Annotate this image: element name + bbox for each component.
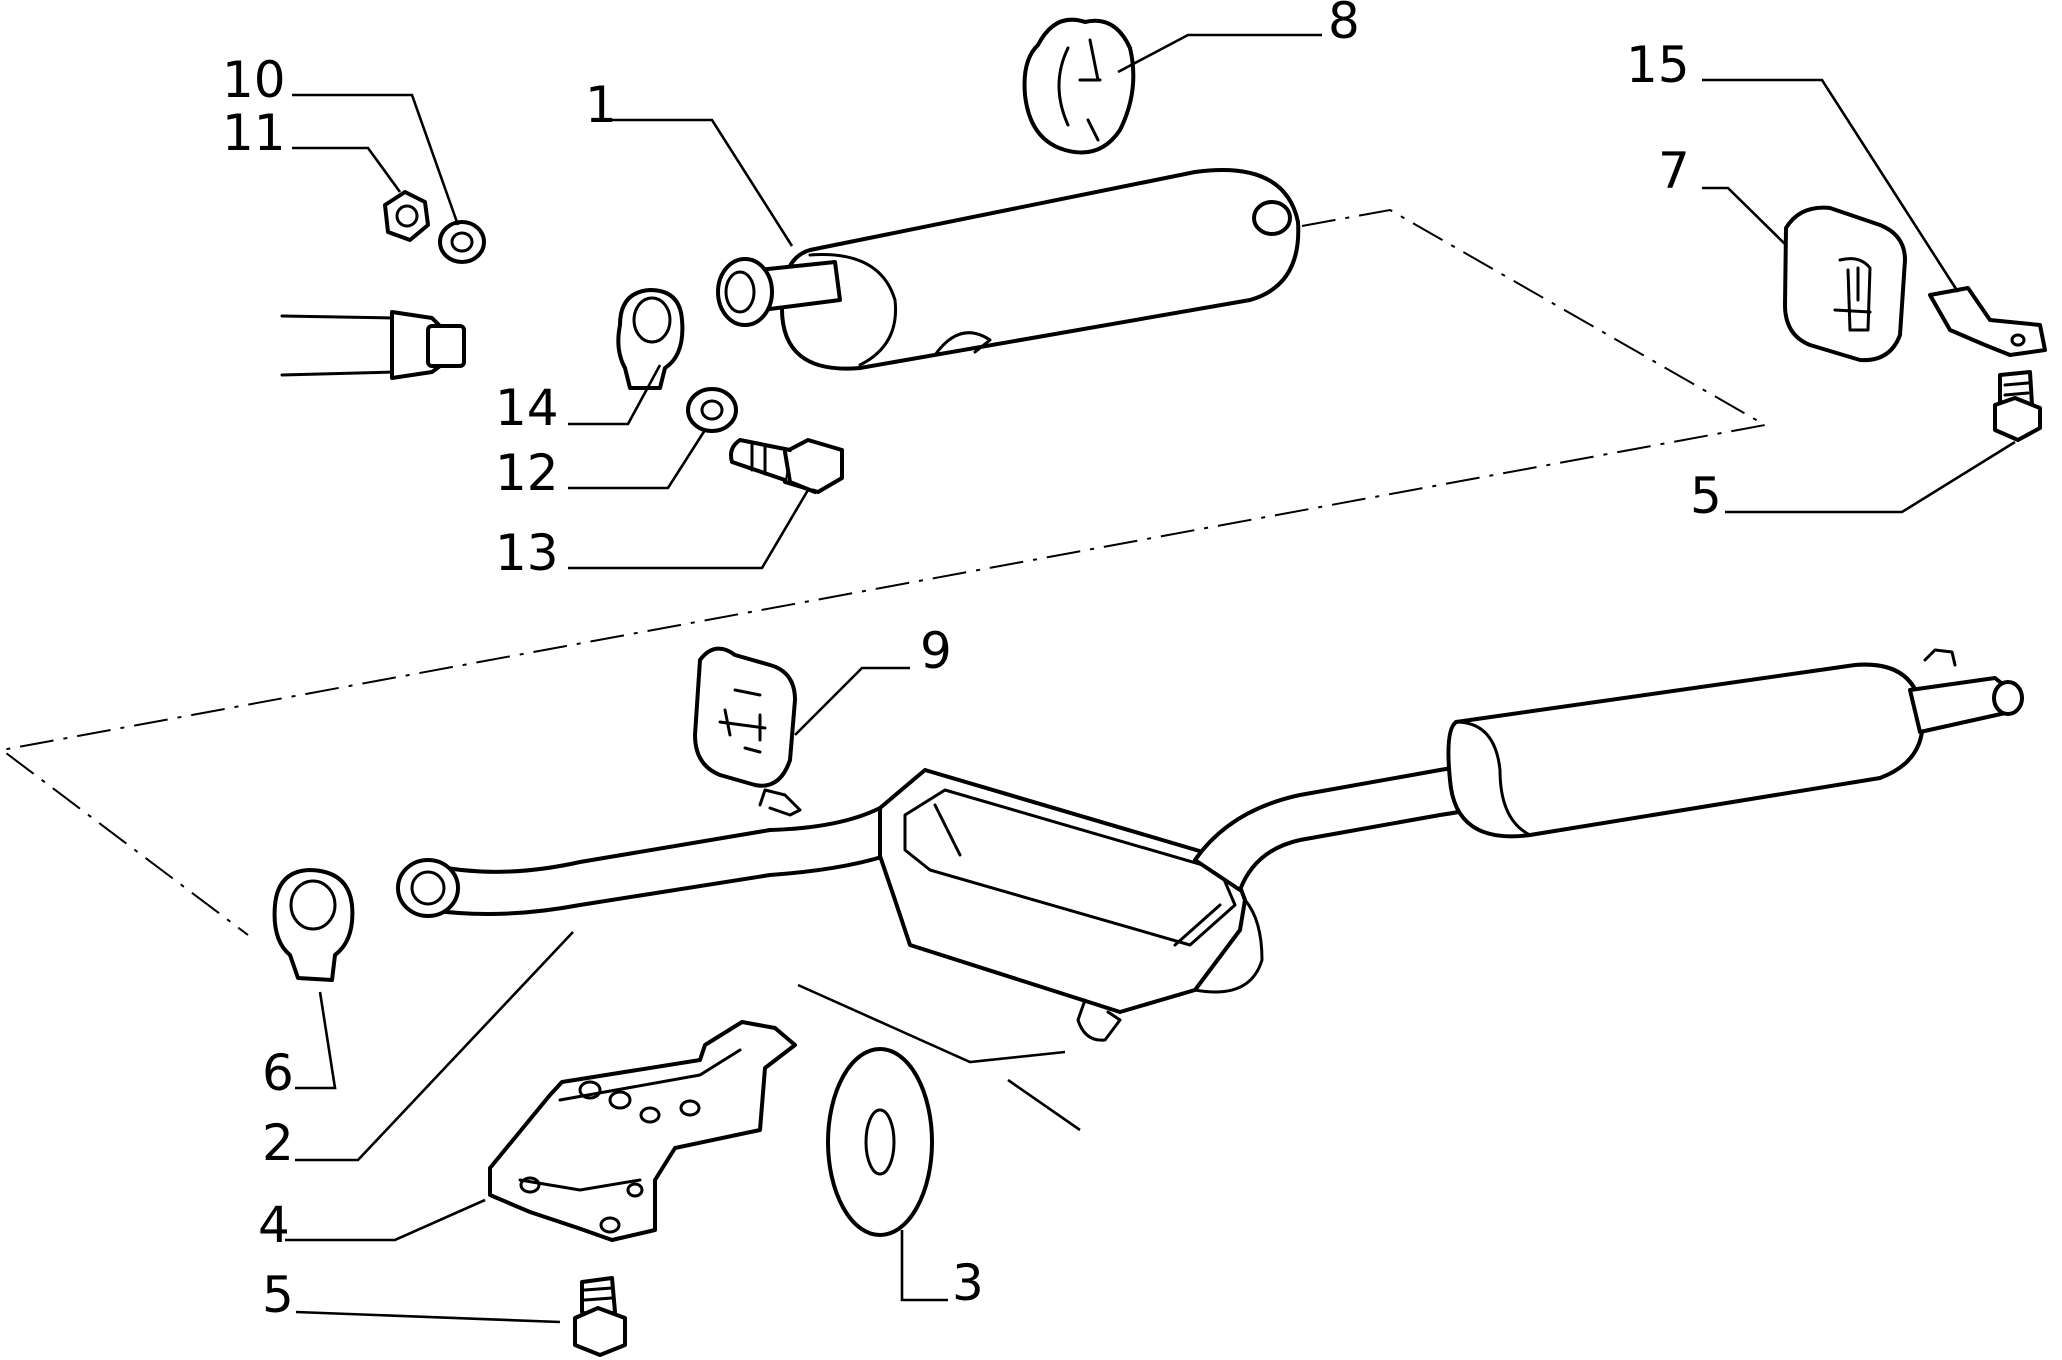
callout-7: 7 <box>1658 142 1690 200</box>
callout-5-right: 5 <box>1690 467 1722 525</box>
gasket-3 <box>826 1047 934 1237</box>
bracket-15 <box>1928 286 2047 357</box>
callout-11: 11 <box>222 104 286 162</box>
callout-4: 4 <box>258 1196 290 1254</box>
clamp-6 <box>272 868 355 982</box>
callout-13: 13 <box>495 524 559 582</box>
leader-lines <box>285 33 2016 1324</box>
nut-11 <box>383 190 430 242</box>
callout-8: 8 <box>1328 0 1360 50</box>
reference-frame-line <box>0 208 1768 936</box>
callout-6: 6 <box>262 1044 294 1102</box>
pipe-stub <box>280 310 466 380</box>
callout-15: 15 <box>1626 36 1690 94</box>
rear-silencer <box>716 168 1301 371</box>
callout-5-lower: 5 <box>262 1266 294 1324</box>
washer-12 <box>686 387 738 433</box>
bolt-13 <box>729 438 844 494</box>
bolt-5-lower <box>573 1276 627 1357</box>
rubber-mount-8 <box>1022 17 1136 155</box>
rubber-mount-7 <box>1783 205 1907 363</box>
clamp-14 <box>616 288 685 390</box>
exhaust-pipe-assembly <box>396 648 2024 1042</box>
rubber-mount-9 <box>693 646 797 788</box>
callout-10: 10 <box>222 51 286 109</box>
callout-14: 14 <box>495 379 559 437</box>
washer-10 <box>438 220 486 264</box>
callout-1: 1 <box>585 76 617 134</box>
callout-3: 3 <box>952 1254 984 1312</box>
bolt-5-right <box>1993 370 2042 442</box>
bracket-plate-4 <box>488 1020 797 1242</box>
callout-9: 9 <box>920 622 952 680</box>
callout-2: 2 <box>262 1114 294 1172</box>
callout-12: 12 <box>495 444 559 502</box>
